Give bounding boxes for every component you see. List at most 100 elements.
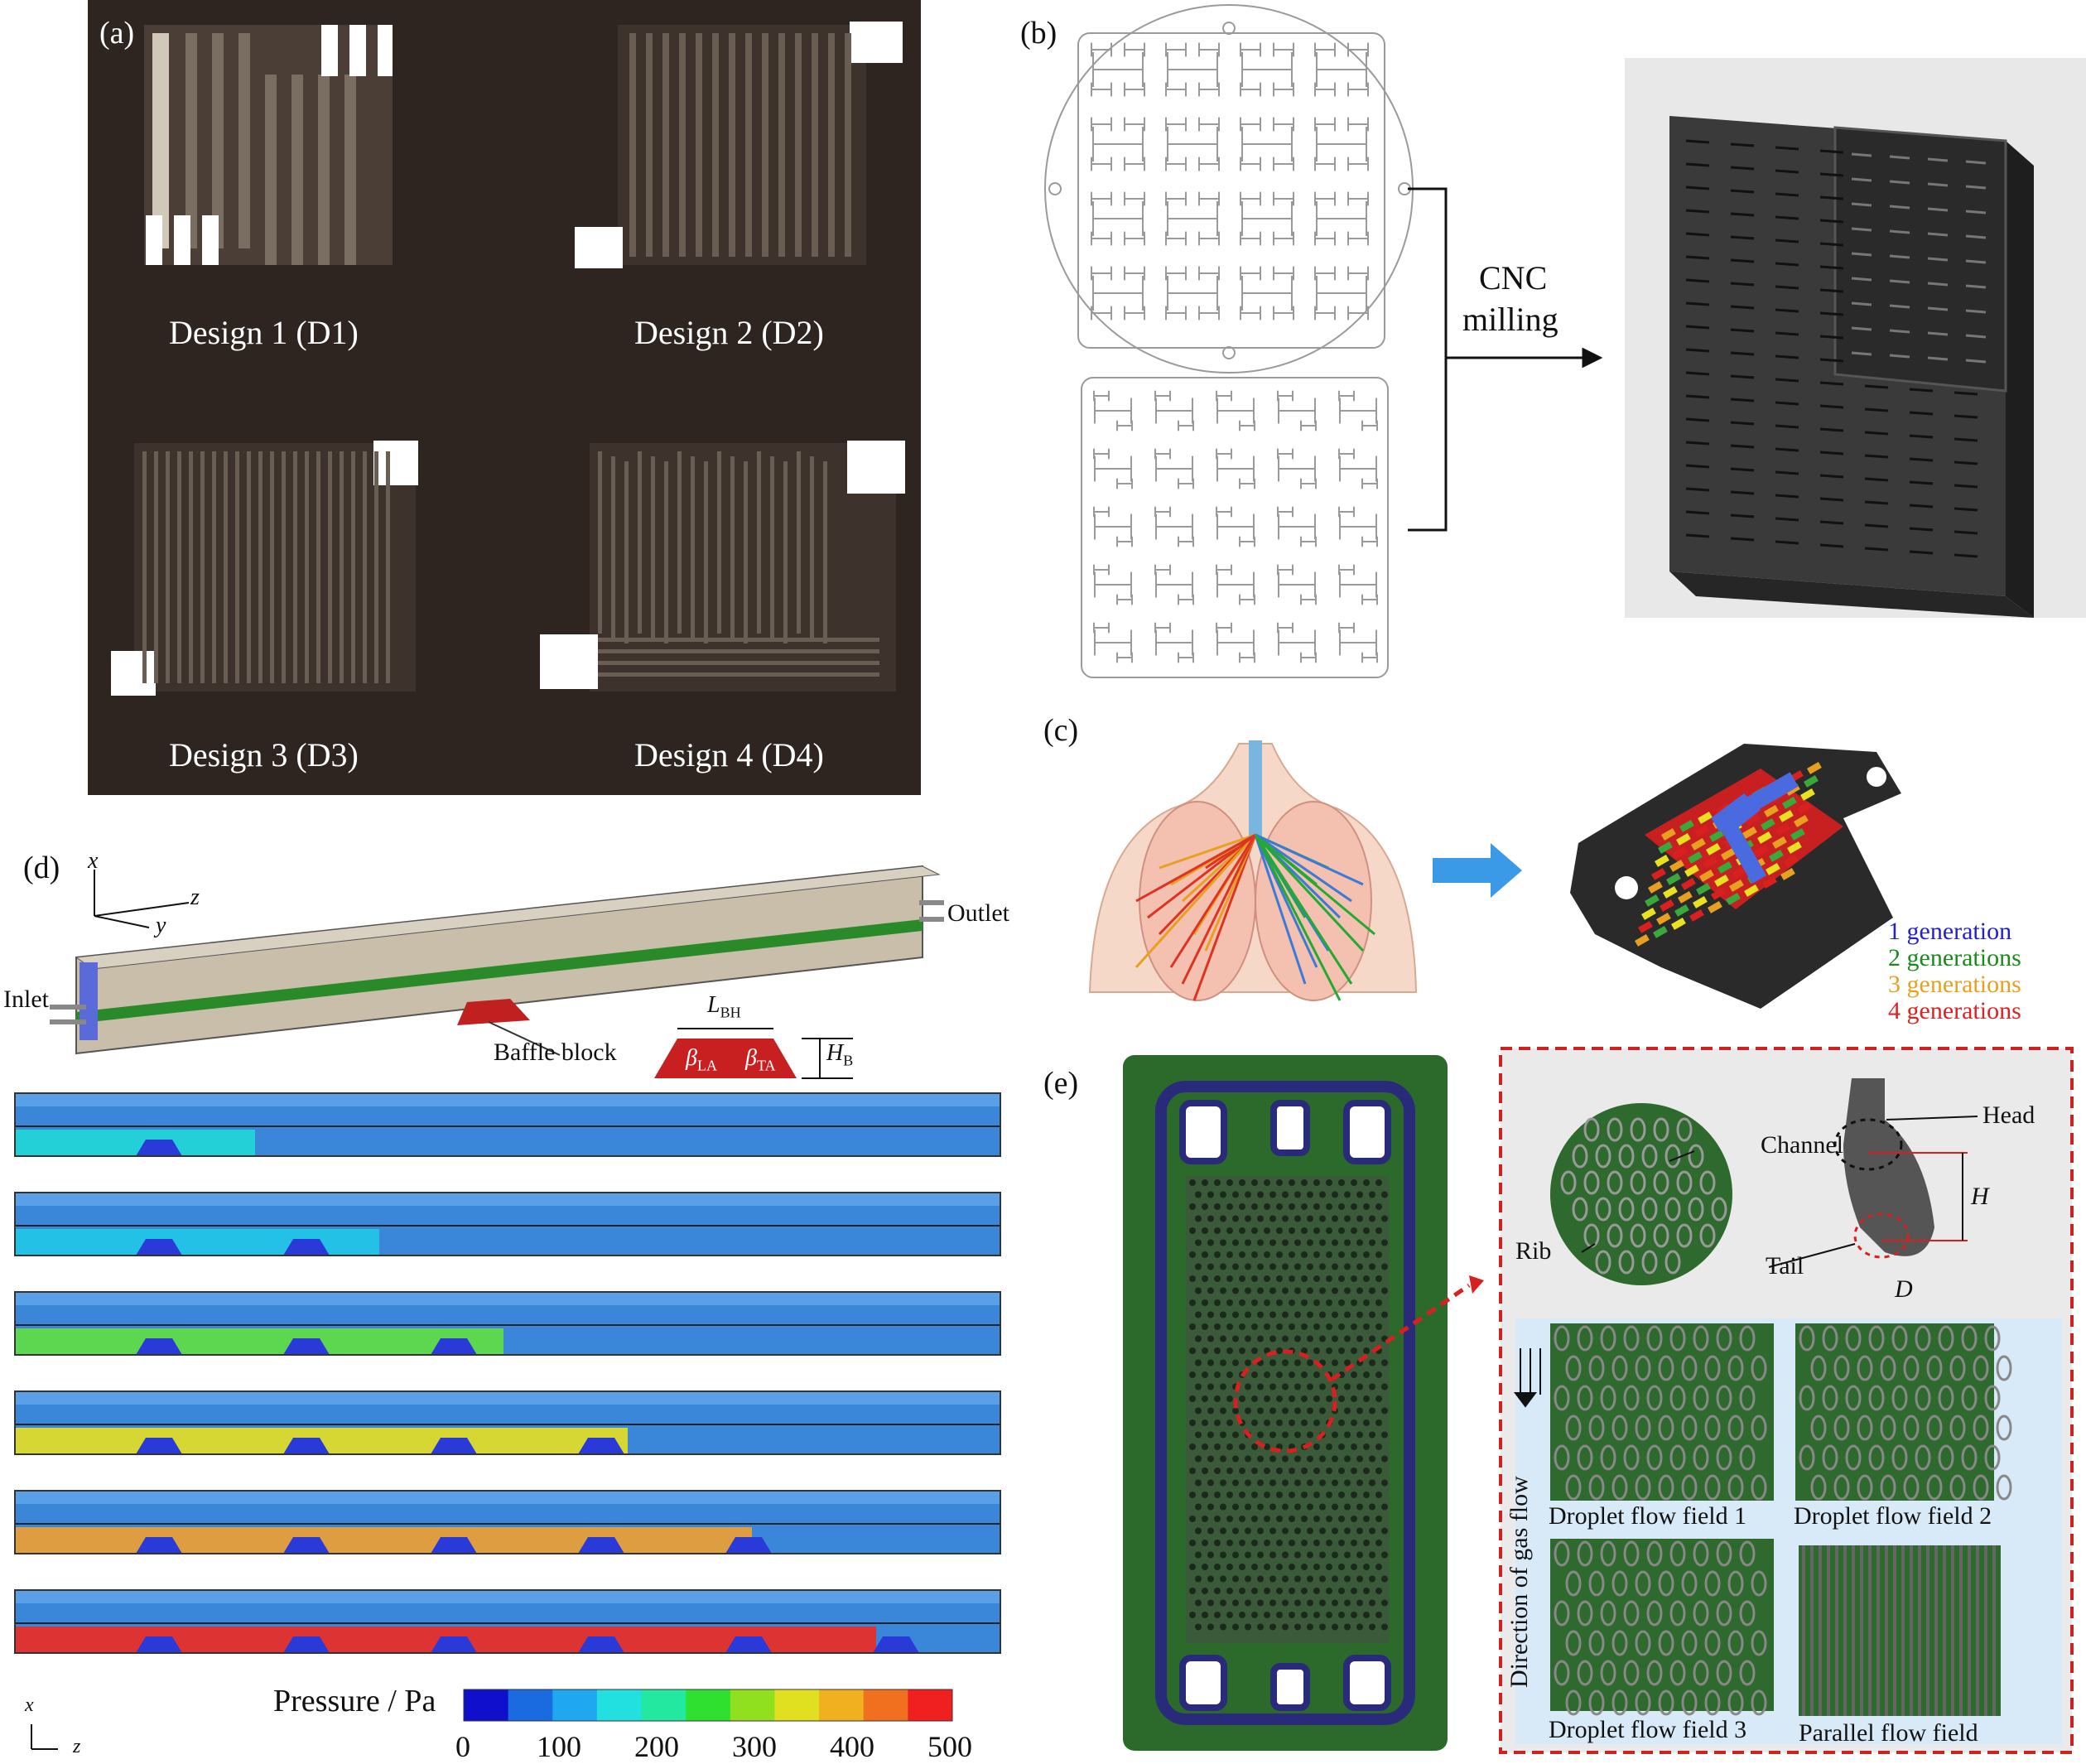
droplet-rib bbox=[1214, 1419, 1221, 1426]
droplet-rib bbox=[1269, 1287, 1276, 1294]
droplet-rib bbox=[1226, 1419, 1233, 1426]
droplet-channel bbox=[1588, 1474, 1605, 1501]
droplet-rib bbox=[1319, 1263, 1326, 1270]
droplet-rib bbox=[1313, 1395, 1320, 1402]
pressure-channels bbox=[14, 1092, 1001, 1654]
droplet-channel bbox=[1799, 1325, 1815, 1352]
flow-channel-cell bbox=[1721, 847, 1736, 860]
length-label: LBH bbox=[707, 992, 741, 1022]
plate-slot bbox=[1965, 359, 1987, 364]
droplet-rib bbox=[1239, 1227, 1245, 1234]
channel-outline bbox=[14, 1192, 1001, 1256]
flow-channel-cell bbox=[1706, 842, 1721, 855]
plate-slot bbox=[1775, 239, 1799, 243]
plate-slot bbox=[1775, 378, 1799, 383]
droplet-rib bbox=[1301, 1203, 1308, 1210]
colorbar-cell bbox=[641, 1689, 687, 1721]
droplet-rib bbox=[1220, 1191, 1226, 1198]
plate-slot bbox=[1851, 351, 1872, 356]
panel-d-diagram bbox=[14, 865, 1001, 1750]
droplet-channel bbox=[1577, 1444, 1593, 1471]
droplet-rib bbox=[1269, 1455, 1276, 1463]
droplet-rib bbox=[1276, 1299, 1283, 1306]
baffle-block bbox=[136, 1537, 182, 1554]
droplet-channel bbox=[1641, 1197, 1658, 1222]
channel-stripe bbox=[258, 451, 263, 683]
panel-e: (e) bbox=[1015, 1045, 2086, 1762]
flow-channel-cell bbox=[1754, 844, 1769, 857]
flow-channel-cell bbox=[1663, 886, 1678, 899]
channel-stripe bbox=[845, 33, 851, 257]
flow-channel-cell bbox=[1644, 894, 1660, 907]
parallel-channel bbox=[1984, 1545, 1987, 1716]
parallel-channel bbox=[1934, 1545, 1938, 1716]
droplet-rib bbox=[1307, 1479, 1313, 1487]
plate-slot bbox=[1954, 414, 1978, 419]
droplet-rib bbox=[1202, 1275, 1208, 1282]
droplet-channel bbox=[1623, 1444, 1640, 1471]
channel-label: Channel bbox=[1761, 1131, 1843, 1159]
droplet-rib bbox=[1363, 1371, 1370, 1378]
plate-slot bbox=[1864, 454, 1889, 459]
droplet-channel bbox=[1565, 1474, 1582, 1501]
droplet-rib bbox=[1301, 1179, 1308, 1186]
colorbar-tick-label: 500 bbox=[927, 1730, 972, 1763]
channel-stripe bbox=[200, 451, 205, 683]
droplet-rib bbox=[1332, 1335, 1338, 1342]
channel-stripe bbox=[762, 33, 768, 257]
droplet-rib bbox=[1344, 1623, 1351, 1631]
channel-stripe bbox=[212, 451, 216, 683]
droplet-channel bbox=[1664, 1197, 1681, 1222]
legend-gen-4: 4 generations bbox=[1888, 997, 2021, 1024]
droplet-rib bbox=[1232, 1407, 1239, 1415]
droplet-rib bbox=[1375, 1251, 1382, 1258]
droplet-channel bbox=[1630, 1170, 1646, 1195]
droplet-rib bbox=[1276, 1347, 1283, 1354]
droplet-channel bbox=[1630, 1117, 1646, 1142]
channel-stripe bbox=[386, 451, 390, 683]
droplet-rib bbox=[1264, 1395, 1270, 1402]
plate-slot bbox=[1775, 424, 1799, 429]
design-2-plate bbox=[575, 22, 903, 268]
parallel-channel bbox=[1827, 1545, 1830, 1716]
plate-slot bbox=[1775, 331, 1799, 336]
droplet-channel bbox=[1658, 1415, 1674, 1441]
plate-slot bbox=[1685, 139, 1710, 144]
droplet-rib bbox=[1239, 1492, 1245, 1498]
axes-3d bbox=[94, 870, 190, 928]
droplet-rib bbox=[1332, 1623, 1338, 1631]
droplet-channel bbox=[1833, 1474, 1850, 1501]
droplet-rib bbox=[1195, 1575, 1202, 1583]
flow-channel-cell bbox=[1679, 819, 1694, 832]
droplet-rib bbox=[1207, 1503, 1214, 1511]
droplet-channel bbox=[1560, 1170, 1577, 1195]
droplet-rib bbox=[1189, 1371, 1196, 1378]
transform-arrow bbox=[1433, 843, 1522, 898]
droplet-channel bbox=[1868, 1385, 1885, 1411]
panel-c-label: (c) bbox=[1043, 713, 1079, 748]
droplet-channel bbox=[1751, 1630, 1767, 1656]
droplet-rib bbox=[1264, 1371, 1270, 1378]
droplet-rib bbox=[1326, 1251, 1332, 1258]
circular-plate-drawing bbox=[1044, 4, 1414, 374]
droplet-rib bbox=[1301, 1275, 1308, 1282]
plate-slot bbox=[1909, 550, 1934, 555]
plate-slot bbox=[1851, 177, 1872, 182]
plate-slot bbox=[1730, 258, 1755, 263]
plate-slot bbox=[1685, 510, 1710, 515]
droplet-rib bbox=[1313, 1227, 1320, 1234]
droplet-rib bbox=[1214, 1347, 1221, 1354]
droplet-rib bbox=[1245, 1359, 1251, 1366]
droplet-rib bbox=[1351, 1227, 1357, 1234]
droplet-rib bbox=[1251, 1299, 1258, 1306]
droplet-rib bbox=[1226, 1468, 1233, 1474]
channel-top-wall bbox=[15, 1093, 1000, 1106]
plate-slot bbox=[1685, 464, 1710, 469]
droplet-rib bbox=[1251, 1395, 1258, 1402]
flow-channel-cell bbox=[1651, 868, 1666, 880]
baffle-block bbox=[283, 1636, 330, 1653]
droplet-rib bbox=[1264, 1299, 1270, 1306]
droplet-rib bbox=[1375, 1395, 1382, 1402]
droplet-rib bbox=[1202, 1323, 1208, 1330]
droplet-channel bbox=[1600, 1444, 1616, 1471]
